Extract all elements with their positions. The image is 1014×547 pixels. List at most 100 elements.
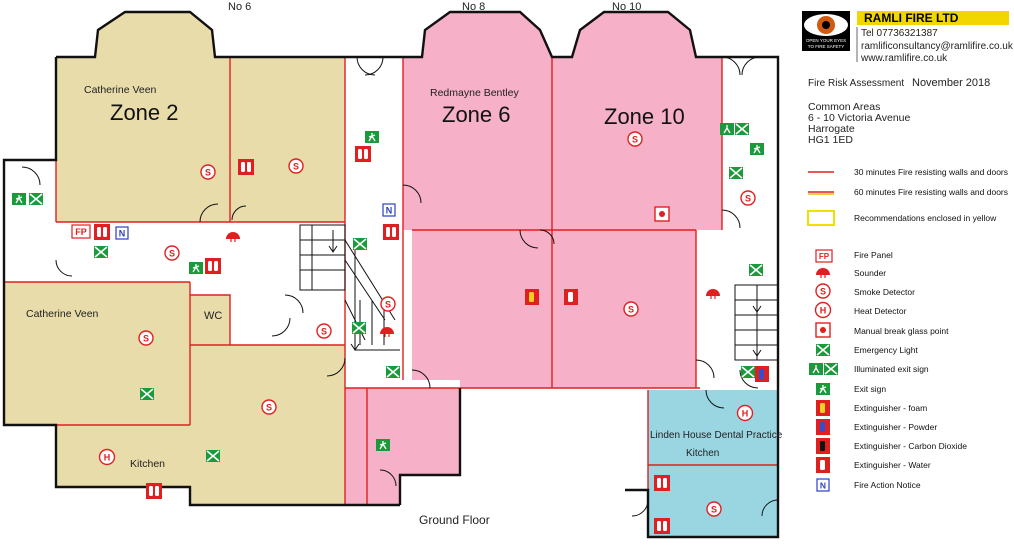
- legend-label: Manual break glass point: [854, 326, 949, 336]
- smoke-detector-icon: [138, 330, 154, 346]
- external-walls: [2, 10, 780, 539]
- legend-label: Fire Panel: [854, 250, 893, 260]
- svg-text:N: N: [119, 229, 126, 239]
- sounder-icon: [705, 288, 721, 300]
- emergency-light-icon: [728, 166, 744, 180]
- smoke-detector-icon: [740, 190, 756, 206]
- zone2-room-bottom: [4, 282, 345, 505]
- pink-lobby: [345, 388, 460, 505]
- svg-text:OPEN YOUR EYES: OPEN YOUR EYES: [806, 38, 846, 43]
- zone10-room: [552, 12, 722, 388]
- room-label-catherine-top: Catherine Veen: [84, 84, 157, 96]
- dental-practice-room: [648, 390, 778, 537]
- svg-text:FP: FP: [75, 227, 87, 237]
- floor-fills: [4, 12, 778, 537]
- smoke-detector-icon: [316, 323, 332, 339]
- floor-label: Ground Floor: [419, 513, 490, 527]
- address-line-1: Common Areas: [808, 101, 881, 113]
- svg-text:FP: FP: [819, 252, 830, 261]
- extinguisher-foam-icon: [525, 289, 539, 305]
- sounder-icon: [225, 231, 241, 243]
- zone2-room-top: [56, 12, 345, 222]
- smoke-detector-icon: [627, 131, 643, 147]
- extinguisher-pair-icon: [146, 483, 162, 499]
- zone-label-2: Zone 2: [110, 100, 179, 125]
- emergency-light-icon: [205, 449, 221, 463]
- legend-label: Emergency Light: [854, 345, 918, 355]
- exit-sign-icon: [364, 130, 380, 144]
- room-label-dental: Linden House Dental Practice: [650, 430, 783, 441]
- extinguisher-pair-icon: [238, 159, 254, 175]
- assessment-title: Fire Risk Assessment: [808, 78, 905, 89]
- company-email: ramlificonsultancy@ramlifire.co.uk: [861, 41, 1013, 52]
- zone-label-6: Zone 6: [442, 102, 511, 127]
- legend-label: Exit sign: [854, 384, 887, 394]
- exit-sign-icon: [375, 438, 391, 452]
- company-name: RAMLI FIRE LTD: [864, 11, 959, 25]
- smoke-detector-icon: [706, 501, 722, 517]
- room-label-catherine-bottom: Catherine Veen: [26, 308, 99, 320]
- legend-label: Extinguisher - Powder: [854, 422, 938, 432]
- stairs-and-doors: [21, 56, 779, 517]
- svg-text:N: N: [386, 206, 393, 216]
- exit-sign-icon: [749, 142, 765, 156]
- company-website: www.ramlifire.co.uk: [861, 53, 948, 64]
- zone-label-10: Zone 10: [604, 104, 685, 129]
- room-label-kitchen-left: Kitchen: [130, 458, 166, 470]
- address-line-4: HG1 1ED: [808, 134, 853, 146]
- legend-label: Recommendations enclosed in yellow: [854, 213, 997, 223]
- smoke-detector-icon: [380, 296, 396, 312]
- smoke-detector-icon: [200, 164, 216, 180]
- exit-sign-icon: [11, 192, 27, 206]
- exit-sign-icon: [188, 261, 204, 275]
- room-label-redmayne: Redmayne Bentley: [430, 87, 519, 99]
- fire-panel-icon: FP: [71, 224, 91, 239]
- extinguisher-powder-icon: [755, 366, 769, 382]
- extinguisher-pair-icon: [654, 475, 670, 491]
- heat-detector-icon: [98, 448, 116, 466]
- house-label-no6: No 6: [228, 1, 252, 13]
- emergency-light-icon: [385, 365, 401, 379]
- extinguisher-pair-icon: [94, 224, 110, 240]
- extinguisher-water-icon: [564, 289, 578, 305]
- extinguisher-pair-icon: [205, 258, 221, 274]
- legend-label: 30 minutes Fire resisting walls and door…: [854, 167, 1009, 177]
- house-label-no10: No 10: [612, 1, 642, 13]
- house-label-no8: No 8: [462, 1, 486, 13]
- manual-call-point-icon: [654, 206, 670, 222]
- emergency-light-icon: [352, 237, 368, 251]
- emergency-light-icon: [93, 245, 109, 259]
- extinguisher-pair-icon: [383, 224, 399, 240]
- illuminated-exit-sign-icon: [719, 122, 750, 136]
- company-name-band: [857, 11, 1009, 25]
- smoke-detector-icon: [288, 158, 304, 174]
- wc-room: [190, 295, 230, 345]
- room-label-kitchen-right: Kitchen: [686, 448, 720, 459]
- legend-swatches: FP N: [807, 171, 839, 492]
- legend-label: Extinguisher - Water: [854, 460, 931, 470]
- company-phone: Tel 07736321387: [861, 28, 938, 39]
- legend-label: Extinguisher - foam: [854, 403, 928, 413]
- legend-label: Sounder: [854, 268, 887, 278]
- heat-detector-icon: [736, 404, 754, 422]
- zone6-room: [403, 12, 552, 388]
- assessment-date: November 2018: [912, 77, 991, 89]
- smoke-detector-icon: [164, 245, 180, 261]
- fire-action-notice-icon: N: [115, 226, 129, 240]
- legend-label: Fire Action Notice: [854, 480, 921, 490]
- company-logo: OPEN YOUR EYES TO FIRE SAFETY: [802, 11, 850, 51]
- fire-action-notice-icon: N: [382, 203, 396, 217]
- legend-label: Extinguisher - Carbon Dioxide: [854, 441, 967, 451]
- sounder-icon: [379, 326, 395, 338]
- emergency-light-icon: [28, 192, 44, 206]
- extinguisher-pair-icon: [654, 518, 670, 534]
- legend-label: Smoke Detector: [854, 287, 915, 297]
- emergency-light-icon: [740, 365, 756, 379]
- legend-label: Heat Detector: [854, 306, 907, 316]
- extinguisher-pair-icon: [355, 146, 371, 162]
- legend-label: Illuminated exit sign: [854, 364, 929, 374]
- address-line-2: 6 - 10 Victoria Avenue: [808, 112, 911, 124]
- room-label-wc: WC: [204, 310, 223, 322]
- smoke-detector-icon: [261, 399, 277, 415]
